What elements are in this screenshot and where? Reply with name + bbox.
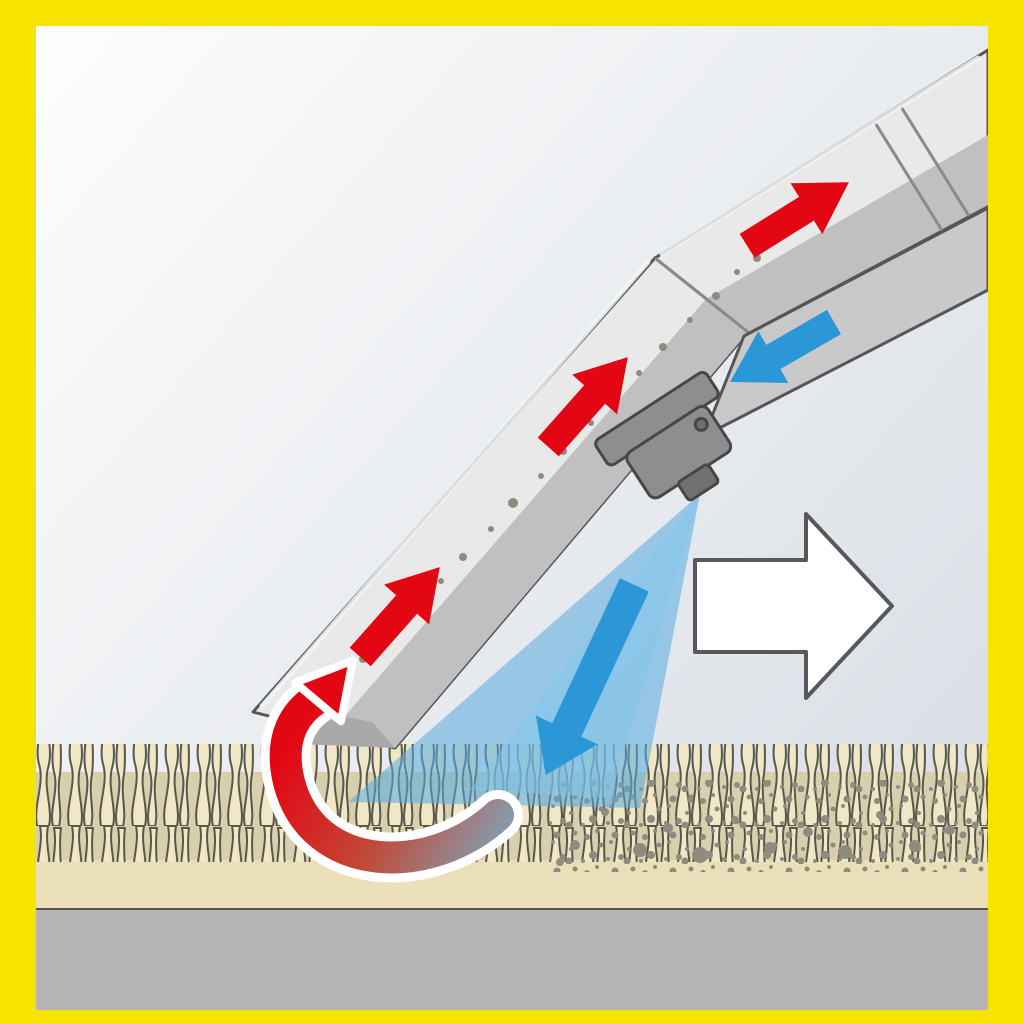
spray-cone-inner bbox=[470, 494, 700, 798]
clean-water-arrow bbox=[535, 578, 649, 776]
movement-direction-arrow bbox=[693, 512, 894, 700]
floor-slab bbox=[36, 908, 988, 1010]
suction-arrow-body bbox=[269, 683, 514, 874]
frame-right bbox=[988, 0, 1024, 1024]
wand-upper-shading bbox=[706, 135, 988, 332]
suction-arrow-head bbox=[291, 656, 357, 726]
spray-nozzle-bolt bbox=[693, 416, 709, 432]
dirty-air-arrow-3 bbox=[739, 182, 849, 258]
wand-elbow-seam bbox=[654, 256, 749, 334]
floor bbox=[36, 906, 988, 1010]
suction-curve-arrow bbox=[260, 656, 523, 883]
spray-nozzle bbox=[594, 370, 733, 502]
dirty-air-arrow-1 bbox=[349, 567, 440, 667]
spray-nozzle-tip bbox=[677, 463, 720, 502]
frame-left bbox=[0, 0, 36, 1024]
wand-highlight-upper bbox=[659, 55, 981, 257]
frame-bottom bbox=[0, 1010, 1024, 1024]
spray-cone bbox=[348, 494, 700, 808]
wand-joint-seam-2 bbox=[872, 120, 945, 233]
dirty-air-arrow-2 bbox=[537, 357, 628, 457]
frame-top bbox=[0, 0, 1024, 26]
wand-joint-seam-1 bbox=[898, 104, 971, 217]
spray-hose-arrow bbox=[730, 309, 841, 383]
wand-highlight-lower bbox=[259, 259, 651, 709]
